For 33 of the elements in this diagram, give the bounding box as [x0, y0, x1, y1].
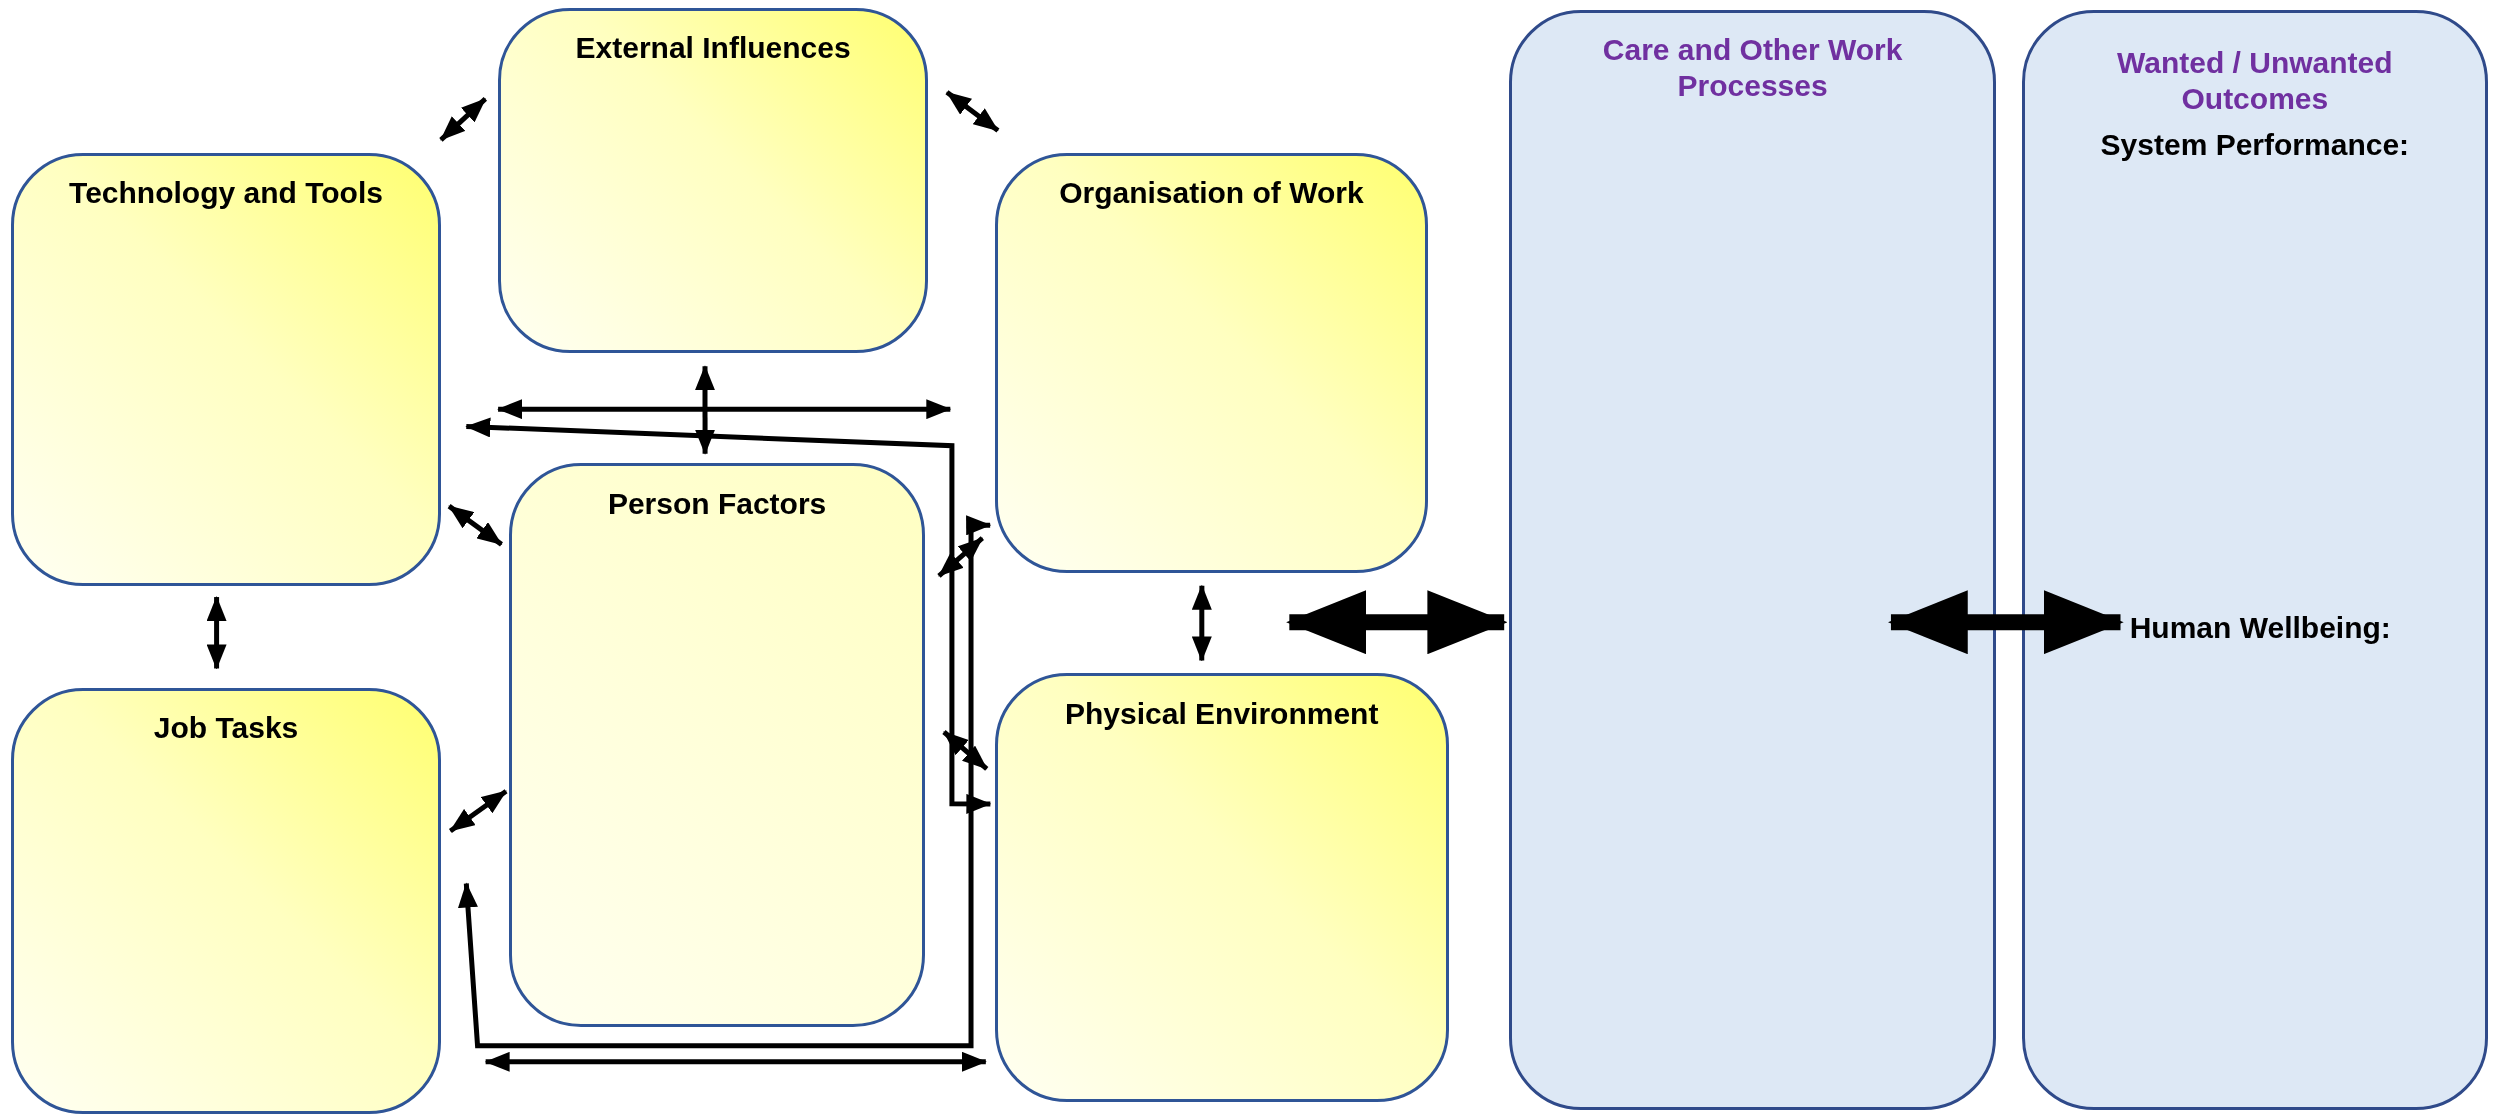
double-arrow: [206, 596, 227, 670]
double-arrow: [447, 504, 503, 547]
subheading: Human Wellbeing:: [2129, 609, 2391, 646]
factor-box: [509, 463, 925, 1027]
factor-box: [994, 152, 1428, 574]
subheading: System Performance:: [2099, 127, 2411, 164]
factor-box: [11, 687, 441, 1115]
double-arrow: [937, 536, 984, 578]
double-arrow: [1191, 584, 1212, 662]
double-arrow: [439, 96, 488, 142]
box-heading: Organisation of Work: [1058, 175, 1365, 212]
box-heading: Physical Environment: [1064, 695, 1380, 732]
double-arrow: [497, 399, 952, 420]
double-arrow: [945, 90, 1000, 133]
box-heading: Wanted / Unwanted Outcomes: [2116, 44, 2394, 117]
factor-box: [994, 673, 1449, 1102]
double-arrow: [465, 417, 992, 814]
factor-box: [11, 152, 441, 586]
box-heading: Job Tasks: [152, 709, 300, 746]
double-arrow: [458, 515, 992, 1049]
double-arrow: [484, 1051, 987, 1072]
box-heading: Person Factors: [606, 485, 828, 522]
double-arrow: [448, 789, 508, 834]
panel: [2021, 9, 2489, 1110]
double-arrow: [942, 730, 989, 771]
box-heading: External Influences: [574, 30, 852, 67]
box-heading: Technology and Tools: [68, 175, 384, 212]
panel: [1509, 9, 1997, 1110]
double-arrow: [1286, 590, 1508, 655]
double-arrow: [695, 365, 716, 455]
box-heading: Care and Other Work Processes: [1601, 31, 1904, 104]
double-arrow: [1887, 590, 2124, 655]
factor-box: [498, 7, 928, 354]
